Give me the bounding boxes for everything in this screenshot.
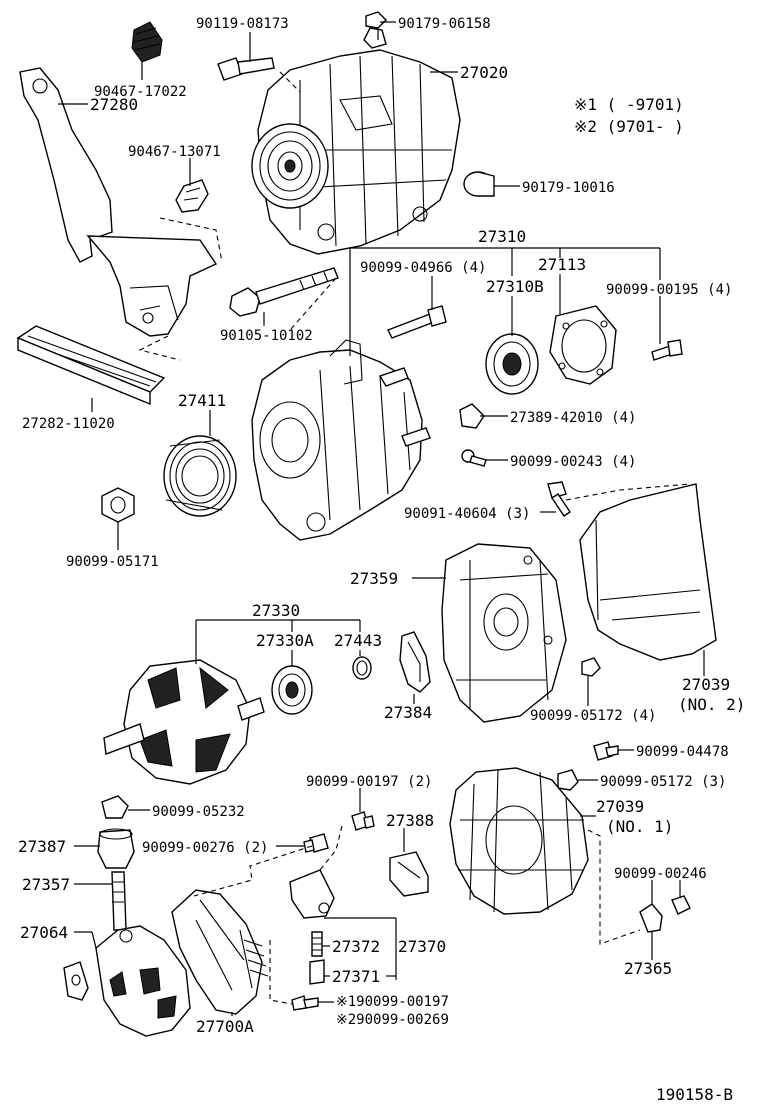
screw-90091-40604 bbox=[547, 481, 571, 517]
label-90099-00197-note1: ※190099-00197 bbox=[336, 994, 449, 1010]
label-27371: 27371 bbox=[332, 967, 380, 986]
ring-27443 bbox=[352, 656, 372, 680]
label-90099-04478: 90099-04478 bbox=[636, 744, 729, 760]
cover-27039-no2 bbox=[579, 483, 717, 661]
legend-note-1: ※1 ( -9701) bbox=[574, 95, 684, 114]
seal-27384 bbox=[399, 631, 431, 693]
label-27064: 27064 bbox=[20, 923, 68, 942]
label-90099-04966: 90099-04966 (4) bbox=[360, 260, 486, 276]
belt-27282-11020 bbox=[16, 325, 166, 406]
label-90105-10102: 90105-10102 bbox=[220, 328, 313, 344]
rotor-27330 bbox=[103, 659, 265, 785]
nut-90099-05172-mid bbox=[581, 657, 601, 677]
spring-27372 bbox=[311, 931, 323, 957]
screw-90099-00195 bbox=[651, 339, 683, 361]
bearing-27330A bbox=[271, 665, 313, 715]
label-90467-17022: 90467-17022 bbox=[94, 84, 187, 100]
label-27359: 27359 bbox=[350, 569, 398, 588]
washer-27064 bbox=[63, 961, 89, 1001]
screw-90099-00197 bbox=[351, 811, 375, 831]
label-27411: 27411 bbox=[178, 391, 226, 410]
pulley-27411 bbox=[163, 435, 237, 517]
label-27039-no1: 27039 bbox=[596, 797, 644, 816]
plate-27113 bbox=[549, 305, 617, 385]
cover-27039-no1 bbox=[449, 767, 589, 915]
label-90099-05172-b: 90099-05172 (3) bbox=[600, 774, 726, 790]
clip-27365 bbox=[639, 903, 663, 933]
label-27388: 27388 bbox=[386, 811, 434, 830]
part-labels: ※1 ( -9701) ※2 (9701- ) 90119-08173 9017… bbox=[18, 16, 745, 1104]
rear-frame-27359 bbox=[441, 543, 567, 723]
bolt-90105-10102 bbox=[229, 267, 339, 317]
label-90179-06158: 90179-06158 bbox=[398, 16, 491, 32]
nut-90099-05232 bbox=[101, 795, 129, 819]
label-90099-05171: 90099-05171 bbox=[66, 554, 159, 570]
bolt-90119-08173 bbox=[217, 57, 275, 81]
label-90099-00243: 90099-00243 (4) bbox=[510, 454, 636, 470]
label-90099-00197: 90099-00197 (2) bbox=[306, 774, 432, 790]
bracket-27280 bbox=[19, 67, 218, 337]
legend-note-2: ※2 (9701- ) bbox=[574, 117, 684, 136]
label-27282-11020: 27282-11020 bbox=[22, 416, 115, 432]
leader-lines bbox=[58, 21, 705, 1016]
label-27039-no2-sub: (NO. 2) bbox=[678, 695, 745, 714]
nut-90099-05171 bbox=[101, 487, 135, 523]
label-27310: 27310 bbox=[478, 227, 526, 246]
label-27330A: 27330A bbox=[256, 631, 314, 650]
clip-90467-13071 bbox=[175, 179, 209, 213]
label-27387: 27387 bbox=[18, 837, 66, 856]
terminal-27388 bbox=[389, 851, 429, 897]
cap-27387 bbox=[97, 828, 135, 869]
label-27330: 27330 bbox=[252, 601, 300, 620]
label-27039-no2: 27039 bbox=[682, 675, 730, 694]
label-27700A: 27700A bbox=[196, 1017, 254, 1036]
label-90467-13071: 90467-13071 bbox=[128, 144, 221, 160]
brush-holder-27370 bbox=[289, 869, 335, 919]
label-90099-05172-a: 90099-05172 (4) bbox=[530, 708, 656, 724]
label-27310B: 27310B bbox=[486, 277, 544, 296]
label-27384: 27384 bbox=[384, 703, 432, 722]
stud-27357 bbox=[111, 871, 127, 931]
drive-end-frame bbox=[251, 339, 431, 541]
label-90099-00195: 90099-00195 (4) bbox=[606, 282, 732, 298]
label-90099-00276: 90099-00276 (2) bbox=[142, 840, 268, 856]
label-90179-10016: 90179-10016 bbox=[522, 180, 615, 196]
screw-90099-04478 bbox=[593, 741, 619, 761]
label-90099-00246: 90099-00246 bbox=[614, 866, 707, 882]
nut-90179-10016 bbox=[463, 171, 495, 197]
label-27280: 27280 bbox=[90, 95, 138, 114]
label-27357: 27357 bbox=[22, 875, 70, 894]
label-27039-no1-sub: (NO. 1) bbox=[606, 817, 673, 836]
screw-90099-00197-00269 bbox=[291, 995, 319, 1011]
dashed-assembly-lines bbox=[138, 71, 691, 1005]
regulator-27700A bbox=[171, 889, 269, 1015]
label-27372: 27372 bbox=[332, 937, 380, 956]
nut-90099-05172-lower bbox=[557, 769, 579, 791]
label-27113: 27113 bbox=[538, 255, 586, 274]
label-90119-08173: 90119-08173 bbox=[196, 16, 289, 32]
screw-90099-00246 bbox=[671, 895, 691, 915]
screw-90099-00243 bbox=[461, 449, 487, 467]
figure-id: 190158-B bbox=[656, 1085, 733, 1104]
label-90099-05232: 90099-05232 bbox=[152, 804, 245, 820]
bearing-27310B bbox=[485, 333, 539, 395]
label-27020: 27020 bbox=[460, 63, 508, 82]
brush-27371 bbox=[309, 959, 325, 985]
stud-90099-04966 bbox=[387, 305, 447, 339]
label-90099-00269-note2: ※290099-00269 bbox=[336, 1012, 449, 1028]
nut-90179-06158 bbox=[363, 11, 387, 49]
label-27365: 27365 bbox=[624, 959, 672, 978]
screw-90099-00276 bbox=[303, 833, 329, 853]
plug-90467-17022 bbox=[131, 21, 163, 63]
clip-27389-42010 bbox=[459, 403, 485, 429]
alternator-assembly-27020 bbox=[251, 49, 461, 255]
label-27389-42010: 27389-42010 (4) bbox=[510, 410, 636, 426]
rectifier-holder bbox=[95, 925, 191, 1037]
label-27370: 27370 bbox=[398, 937, 446, 956]
label-27443: 27443 bbox=[334, 631, 382, 650]
label-90091-40604: 90091-40604 (3) bbox=[404, 506, 530, 522]
